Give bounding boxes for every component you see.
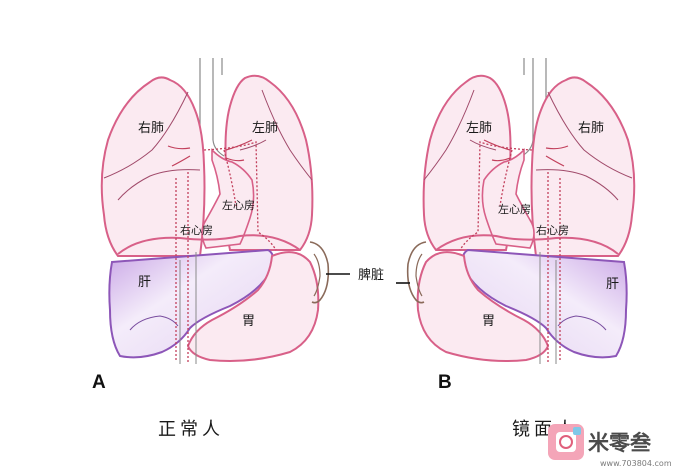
stomach-b xyxy=(416,251,550,362)
watermark-logo-icon xyxy=(548,424,584,460)
bronchi-b xyxy=(483,139,569,167)
vessels-solid-a xyxy=(179,252,197,364)
right-lung-a xyxy=(100,76,206,257)
spleen-a xyxy=(309,241,330,304)
panel-a-normal: 右肺 左肺 左心房 右心房 肝 胃 脾脏 A 正常人 xyxy=(92,58,384,440)
label-stomach-b: 胃 xyxy=(482,314,495,329)
gallbladder-line-a xyxy=(129,315,179,331)
spleen-b xyxy=(406,241,427,304)
stomach-a xyxy=(186,251,320,362)
label-liver-b: 肝 xyxy=(606,277,619,292)
panel-letter-a: A xyxy=(92,372,106,393)
label-right-atrium-a: 右心房 xyxy=(180,223,213,237)
label-spleen-a: 脾脏 xyxy=(358,268,384,283)
diaphragm-a xyxy=(117,234,301,255)
left-lung-fissures-a xyxy=(239,89,313,181)
label-stomach-a: 胃 xyxy=(242,314,255,329)
caption-a: 正常人 xyxy=(158,419,224,440)
vessels-solid-b xyxy=(539,252,557,364)
vessels-a xyxy=(175,141,277,362)
label-left-lung-b: 左肺 xyxy=(466,121,492,136)
panel-b-mirror: 左肺 右肺 左心房 右心房 肝 胃 B 镜面人 xyxy=(396,58,636,440)
label-right-lung-b: 右肺 xyxy=(578,121,604,136)
label-right-lung-a: 右肺 xyxy=(138,121,164,136)
bronchi-a xyxy=(167,139,253,167)
right-lung-fissures-a xyxy=(103,91,201,201)
diaphragm-b xyxy=(435,234,619,255)
vessels-b xyxy=(459,141,561,362)
spleen-inner-b xyxy=(415,253,423,297)
right-lung-b xyxy=(530,76,636,257)
right-lung-fissures-b xyxy=(535,91,633,201)
label-liver-a: 肝 xyxy=(138,275,151,290)
label-left-lung-a: 左肺 xyxy=(252,121,278,136)
panel-letter-b: B xyxy=(438,372,452,393)
label-left-atrium-b: 左心房 xyxy=(498,203,531,216)
watermark-url: www.703804.com xyxy=(600,459,672,468)
label-left-atrium-a: 左心房 xyxy=(222,199,255,212)
watermark-brand: 米零叁 xyxy=(588,431,652,455)
spleen-inner-a xyxy=(313,253,321,297)
left-lung-fissures-b xyxy=(423,89,497,181)
label-right-atrium-b: 右心房 xyxy=(536,223,569,237)
watermark: 米零叁 www.703804.com xyxy=(548,424,672,468)
gallbladder-line-b xyxy=(557,315,607,331)
